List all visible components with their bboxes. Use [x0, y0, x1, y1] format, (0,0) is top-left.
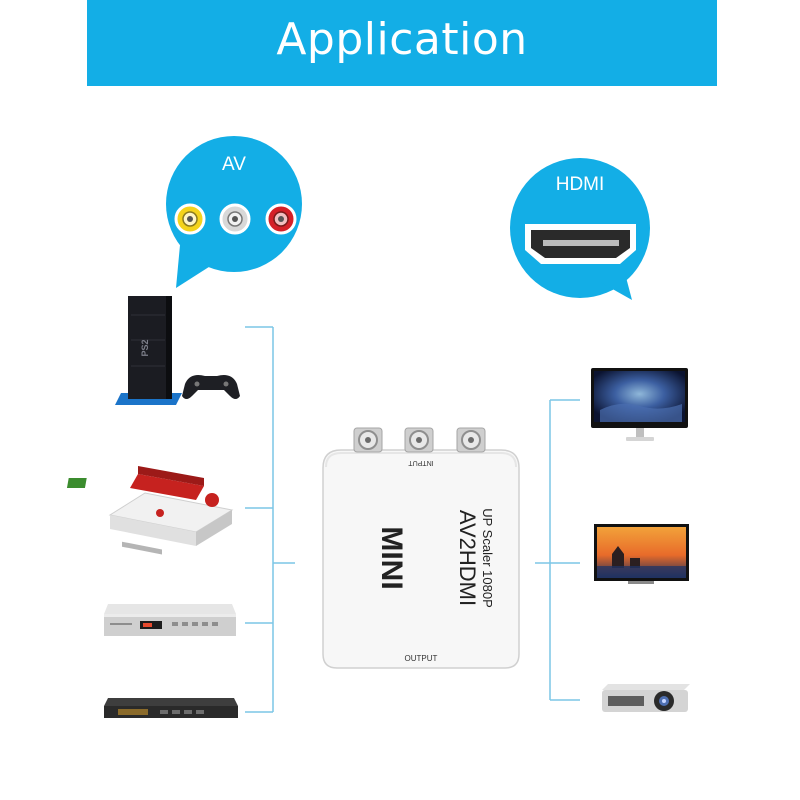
- av-label: AV: [222, 154, 246, 175]
- white-rca-icon: [219, 203, 251, 235]
- model-label: AV2HDMI: [455, 510, 480, 606]
- set-top-box-image: [104, 698, 238, 718]
- brand-label: MINI: [375, 526, 408, 589]
- subtitle-label: UP Scaler 1080P: [480, 508, 495, 608]
- projector-image: [602, 684, 690, 712]
- yellow-rca-icon: [174, 203, 206, 235]
- ps2-console-image: PS2: [115, 296, 240, 405]
- red-rca-icon: [265, 203, 297, 235]
- av2hdmi-adapter: INTPUT MINI AV2HDMI UP Scaler 1080P OUTP…: [322, 427, 520, 669]
- dvd-player-image: [104, 604, 236, 636]
- output-label: OUTPUT: [405, 654, 438, 663]
- hdmi-label: HDMI: [556, 174, 605, 195]
- hdmi-port-icon: [525, 224, 636, 264]
- hdmi-bubble: HDMI: [510, 158, 650, 300]
- monitor-image: [591, 368, 688, 441]
- input-label: INTPUT: [408, 459, 434, 466]
- connector-lines: [245, 326, 580, 713]
- ps2-logo: PS2: [140, 339, 150, 356]
- retro-console-image: [66, 466, 234, 555]
- tv-image: [594, 524, 689, 584]
- page-title: Application: [276, 14, 528, 65]
- av-bubble: AV: [166, 136, 302, 288]
- title-banner: Application: [87, 0, 717, 86]
- rca-input-jacks: [353, 427, 486, 453]
